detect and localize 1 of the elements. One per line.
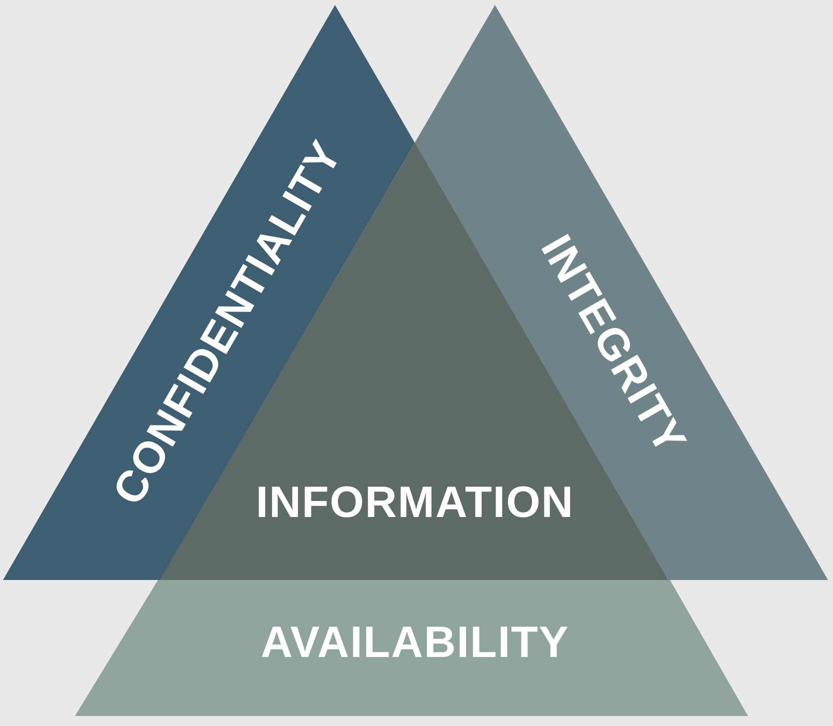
shape-label: AVAILABILITY: [260, 621, 570, 665]
